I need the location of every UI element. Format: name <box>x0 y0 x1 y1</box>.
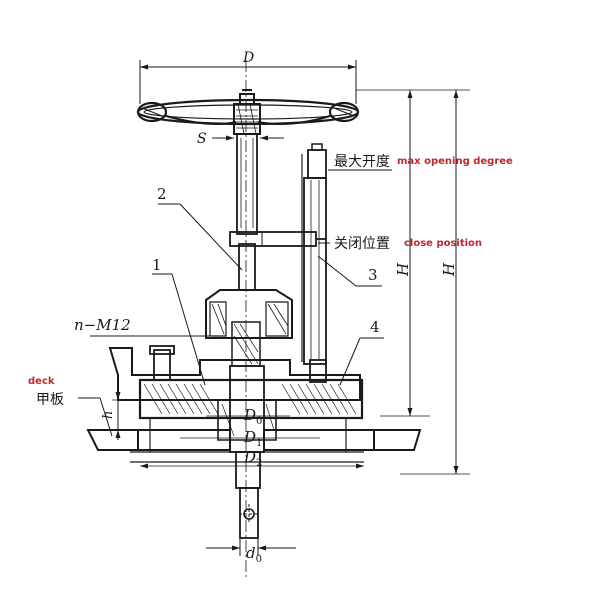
lower-stem <box>235 451 261 539</box>
label-max-opening-en: max opening degree <box>397 156 513 167</box>
dimension-S <box>212 135 284 141</box>
label-dim-H1: H <box>394 262 412 277</box>
label-part-2: 2 <box>157 185 167 203</box>
label-dim-d0: d0 <box>246 544 262 565</box>
valve-stem <box>236 133 258 291</box>
label-dim-h: h <box>101 411 116 419</box>
label-dim-S: S <box>197 131 207 147</box>
dimension-H <box>356 89 470 475</box>
dimension-d0 <box>206 538 296 556</box>
valve-body <box>108 345 364 453</box>
label-part-3: 3 <box>368 266 378 284</box>
packing-gland <box>205 289 293 367</box>
dimension-D0-D1-D2-lines <box>140 415 364 469</box>
label-part-1: 1 <box>152 256 162 274</box>
handwheel <box>136 89 360 135</box>
label-dim-D0: D0 <box>243 406 262 427</box>
label-deck-cn: 甲板 <box>36 392 64 408</box>
dimension-h <box>112 388 138 440</box>
label-dim-D2: D2 <box>243 448 262 469</box>
label-close-position-en: close position <box>404 238 482 249</box>
position-indicator <box>229 143 327 365</box>
label-dim-D: D <box>242 50 254 66</box>
label-max-opening-cn: 最大开度 <box>334 154 390 170</box>
label-deck-en: deck <box>28 376 55 387</box>
label-dim-D1: D1 <box>243 428 262 449</box>
part-leaders <box>78 203 384 437</box>
label-close-position-cn: 关闭位置 <box>334 236 390 252</box>
label-part-4: 4 <box>370 318 380 336</box>
label-dim-H2: H <box>440 262 458 277</box>
label-bolt-spec: n−M12 <box>74 316 131 334</box>
dimension-D <box>139 60 357 104</box>
